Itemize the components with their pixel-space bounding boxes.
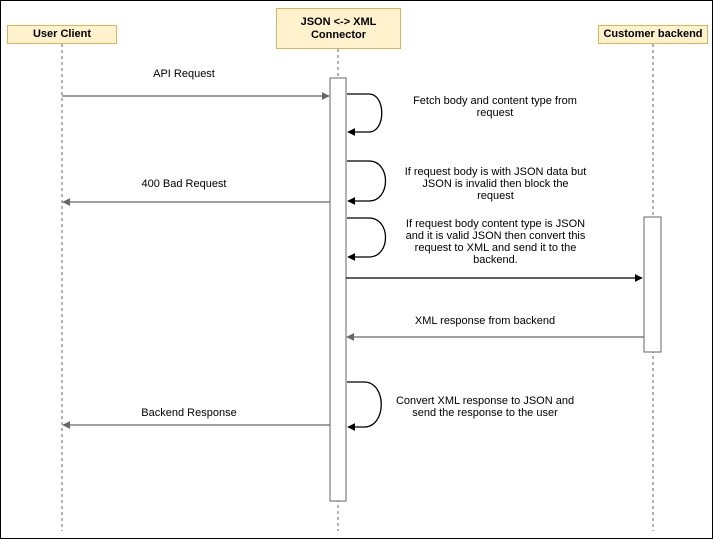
label-fetch-body: Fetch body and content type from request — [413, 95, 577, 119]
arrow-self-invalid — [347, 160, 387, 205]
activation-bar-backend — [643, 216, 662, 353]
label-xml-response: XML response from backend — [414, 315, 556, 327]
arrow-self-fetch — [347, 93, 383, 136]
activation-bar-connector — [329, 77, 347, 502]
actor-customer-backend: Customer backend — [598, 25, 708, 44]
label-backend-response: Backend Response — [141, 407, 237, 419]
actor-connector: JSON <-> XML Connector — [276, 8, 401, 49]
actor-user-client: User Client — [7, 25, 117, 44]
label-invalid-json: If request body is with JSON data but JS… — [404, 166, 587, 202]
label-api-request: API Request — [153, 68, 215, 80]
arrow-self-convert-json — [347, 381, 382, 431]
label-convert-to-xml: If request body content type is JSON and… — [405, 218, 586, 266]
label-bad-request: 400 Bad Request — [141, 178, 227, 190]
arrow-self-convert-xml — [347, 217, 387, 261]
label-convert-to-json: Convert XML response to JSON and send th… — [395, 395, 575, 419]
